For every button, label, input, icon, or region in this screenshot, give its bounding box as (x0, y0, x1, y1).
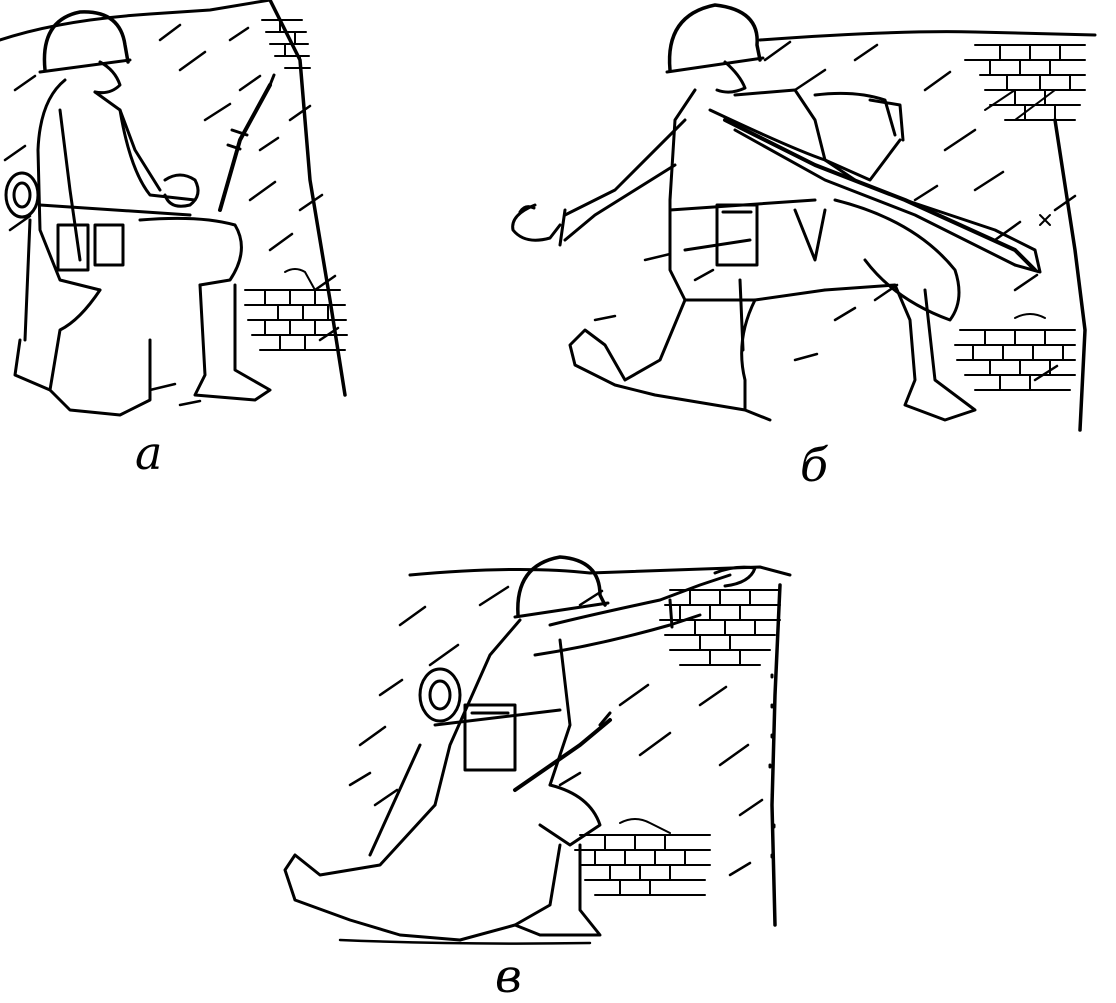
illustration-panel-c (260, 545, 800, 950)
kneeling-soldier-holding-grenade-drawing (0, 0, 348, 417)
panel-caption-a: а (135, 426, 163, 480)
kneeling-soldier-throwing-grenade-drawing (511, 3, 1097, 432)
illustration-panel-a (0, 0, 360, 430)
panel-caption-b: б (800, 438, 829, 492)
crouching-soldier-throwing-over-wall-drawing (283, 555, 792, 945)
illustration-panel-b (495, 0, 1097, 440)
panel-caption-c: в (495, 949, 522, 1003)
